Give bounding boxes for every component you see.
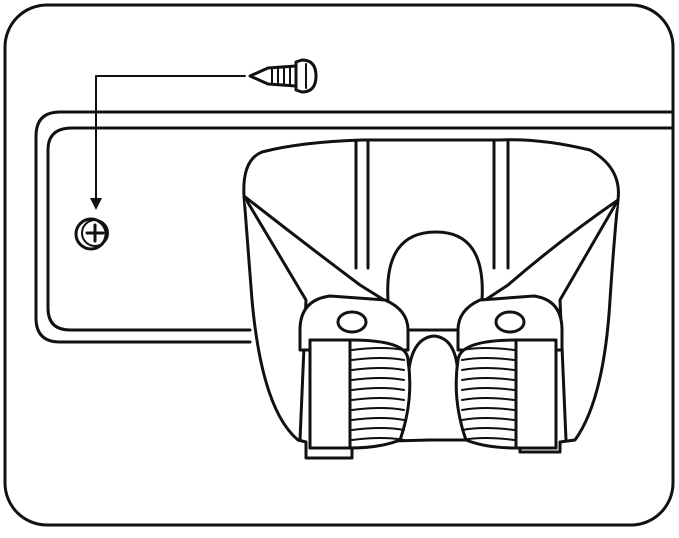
grip-rib [461, 387, 515, 391]
grip-rib [461, 427, 515, 431]
arrow-head-icon [90, 198, 102, 210]
grip-rib [351, 387, 405, 391]
right-pivot-hole [494, 310, 526, 334]
mop-holder-clip [242, 138, 620, 460]
grip-rib [351, 407, 405, 411]
left-pivot-hole [336, 310, 368, 334]
grip-rib [461, 347, 515, 351]
wall-plate [34, 110, 674, 344]
diagram-frame [3, 3, 675, 527]
grip-rib [351, 427, 405, 431]
guide-arrow [90, 75, 246, 210]
grip-rib [351, 437, 405, 441]
grip-rib [351, 357, 405, 361]
grip-rib [461, 357, 515, 361]
grip-rib [351, 417, 405, 421]
screw-hole-icon [74, 217, 109, 251]
grip-rib [461, 437, 515, 441]
grip-rib [351, 397, 405, 401]
left-grip-ribs [351, 347, 405, 441]
grip-rib [351, 377, 405, 381]
grip-rib [461, 367, 515, 371]
left-ribbed-grip [308, 338, 412, 450]
grip-rib [461, 377, 515, 381]
grip-rib [351, 347, 405, 351]
right-ribbed-grip [454, 338, 558, 450]
grip-rib [461, 397, 515, 401]
grip-rib [461, 407, 515, 411]
grip-rib [351, 367, 405, 371]
grip-rib [461, 417, 515, 421]
screw-icon [248, 58, 318, 94]
right-grip-ribs [461, 347, 515, 441]
